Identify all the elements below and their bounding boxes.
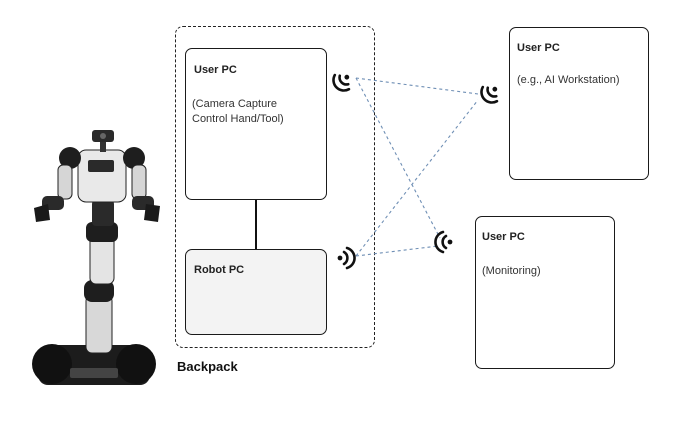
user-pc-backpack-line-1: (Camera Capture — [192, 98, 277, 110]
robot-pc-box — [185, 249, 327, 335]
wifi-icon — [434, 230, 453, 254]
robot-chest-panel — [88, 160, 114, 172]
backpack-container — [175, 26, 375, 348]
user-pc-monitoring-box — [475, 216, 615, 369]
user-pc-workstation-line-1: (e.g., AI Workstation) — [517, 74, 620, 86]
robot-camera-lens — [100, 133, 106, 139]
robot-hand-right — [144, 204, 160, 222]
user-pc-workstation-box — [509, 27, 649, 180]
user-pc-monitoring-line-1: (Monitoring) — [482, 265, 541, 277]
robot-shoulder-right — [123, 147, 145, 169]
robot-wheel-left — [32, 344, 72, 384]
wireless-link — [355, 99, 479, 257]
robot-knee — [84, 280, 114, 302]
wifi-icon — [337, 246, 356, 270]
wireless-link — [355, 245, 439, 257]
robot-hip — [86, 222, 118, 242]
robot-base-plate — [70, 368, 118, 378]
wireless-link — [355, 77, 479, 95]
user-pc-workstation-title: User PC — [517, 42, 560, 54]
robot-hand-left — [34, 204, 50, 222]
user-pc-backpack-line-2: Control Hand/Tool) — [192, 113, 284, 125]
robot-wheel-right — [116, 344, 156, 384]
robot-shoulder-left — [59, 147, 81, 169]
wifi-icon — [332, 73, 351, 92]
backpack-label: Backpack — [177, 359, 238, 374]
robot-neck — [100, 140, 106, 152]
robot-waist — [92, 200, 114, 226]
user-pc-backpack-box — [185, 48, 327, 200]
robot-pc-title: Robot PC — [194, 264, 245, 276]
wireless-link — [355, 77, 441, 239]
robot-arm-left — [57, 164, 73, 200]
user-pc-monitoring-title: User PC — [482, 231, 525, 243]
wifi-icon — [480, 85, 499, 104]
user-pc-backpack-title: User PC — [194, 64, 237, 76]
